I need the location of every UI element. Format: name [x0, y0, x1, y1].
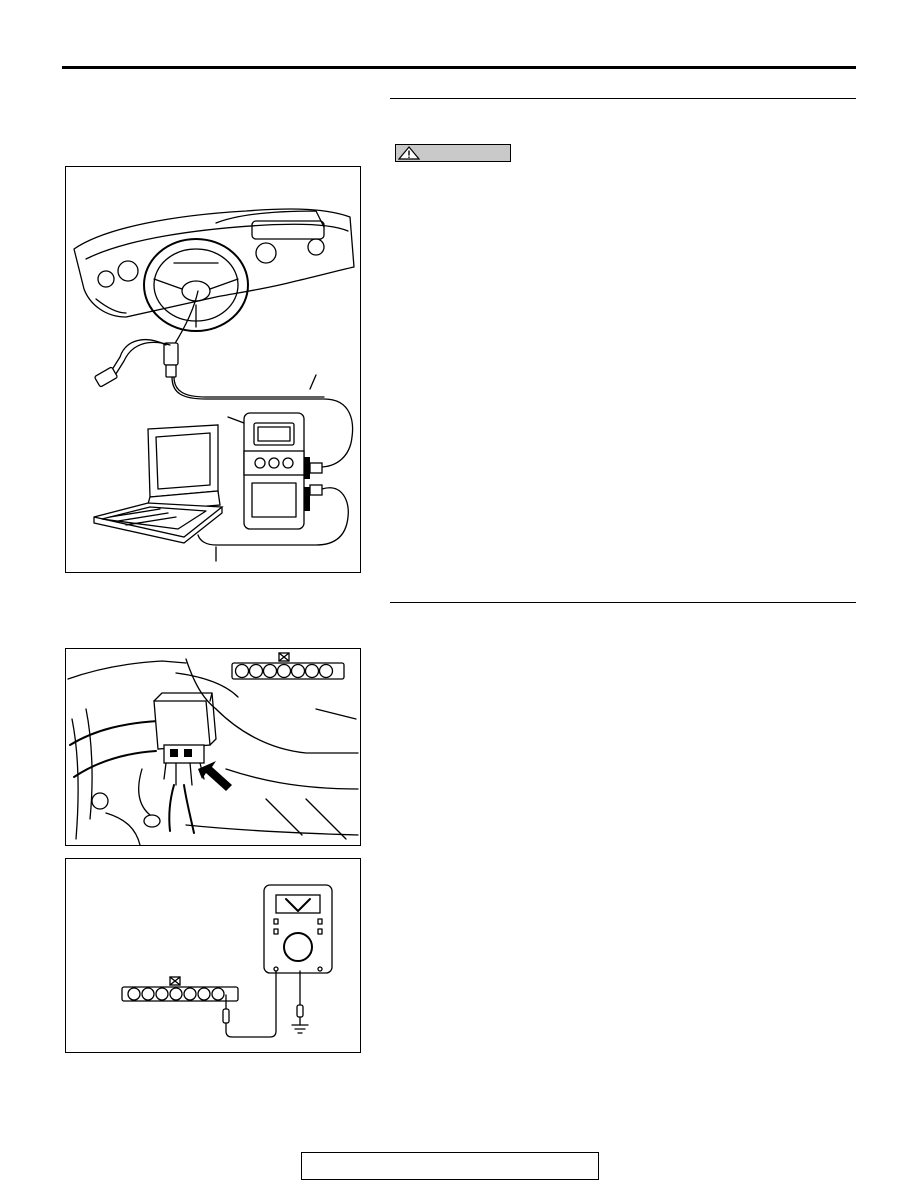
caution-badge	[395, 144, 511, 162]
section-rule-1	[390, 98, 856, 99]
section-rule-2	[390, 602, 856, 603]
warning-triangle-icon	[398, 146, 420, 160]
scan-tool-connection-illustration	[73, 208, 355, 562]
figure-scan-tool-connection	[65, 166, 361, 573]
figure-voltage-check	[65, 858, 361, 1053]
header-rule	[62, 66, 856, 69]
multimeter-voltage-check-illustration	[121, 884, 333, 1038]
footer-page-reference	[301, 1152, 599, 1180]
engine-bay-connector-illustration	[67, 652, 359, 845]
figure-connector-location	[65, 648, 361, 846]
